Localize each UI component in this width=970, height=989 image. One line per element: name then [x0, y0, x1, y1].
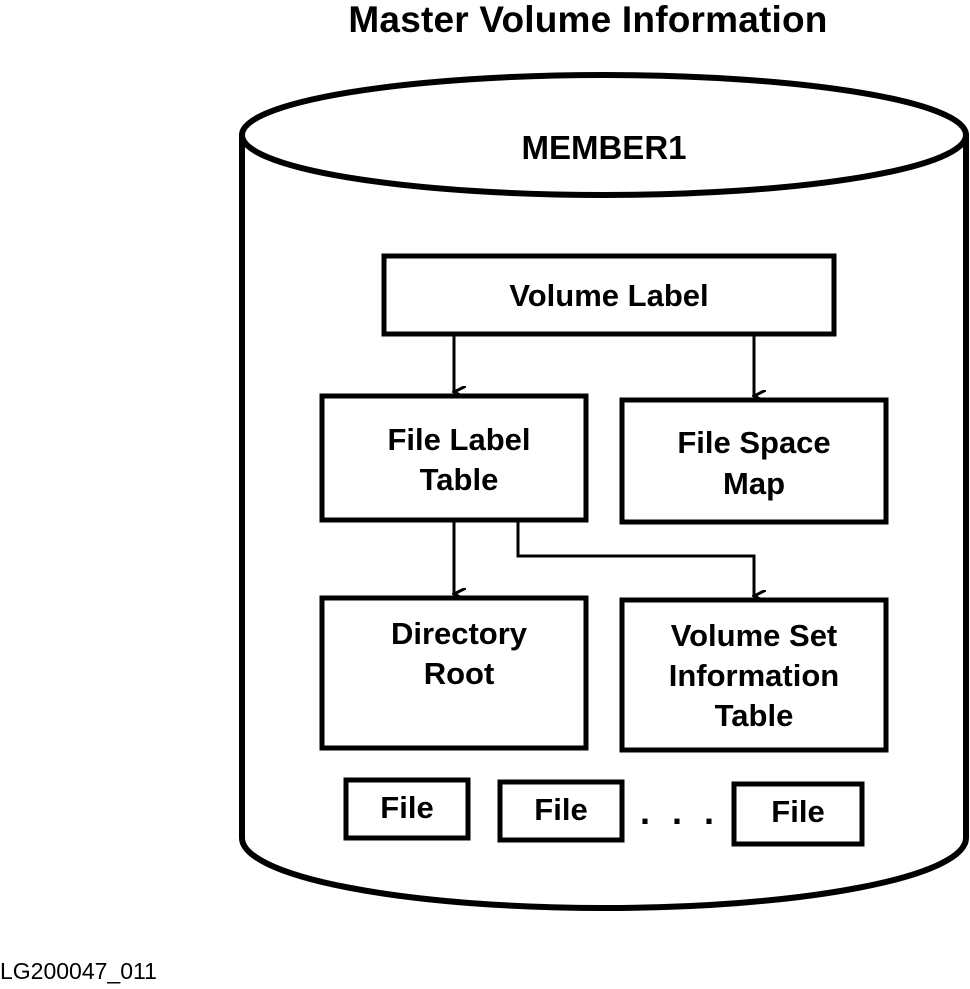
more-files-ellipsis: . . .: [640, 791, 721, 832]
file-label-3: File: [771, 794, 825, 829]
file-label-table-text-line2: Table: [419, 462, 499, 497]
volume-set-info-text-line3: Table: [714, 698, 794, 733]
volume-set-info-text-line2: Information: [668, 658, 840, 693]
volume-name: MEMBER1: [521, 129, 687, 166]
file-box-3: [731, 781, 865, 847]
volume-set-info-text-line1: Volume Set: [670, 618, 838, 653]
file-space-map-text-line1: File Space: [677, 425, 831, 460]
volume-label-box: [381, 253, 837, 337]
directory-root-text-line2: Root: [423, 656, 495, 691]
diagram-title: Master Volume Information: [348, 0, 828, 40]
file-space-map-text-line2: Map: [723, 466, 785, 501]
file-box-1: [343, 777, 471, 841]
file-label-1: File: [380, 790, 434, 825]
file-label-2: File: [534, 792, 588, 827]
file-box-2: [497, 779, 625, 843]
figure-id: LG200047_011: [0, 958, 157, 984]
volume-label-text: Volume Label: [509, 278, 709, 313]
arrow-file-label-table-to-volume-set-info: [516, 520, 754, 596]
directory-root-text-line1: Directory: [390, 616, 528, 651]
file-label-table-text-line1: File Label: [387, 422, 531, 457]
volume-cylinder: [239, 72, 969, 911]
